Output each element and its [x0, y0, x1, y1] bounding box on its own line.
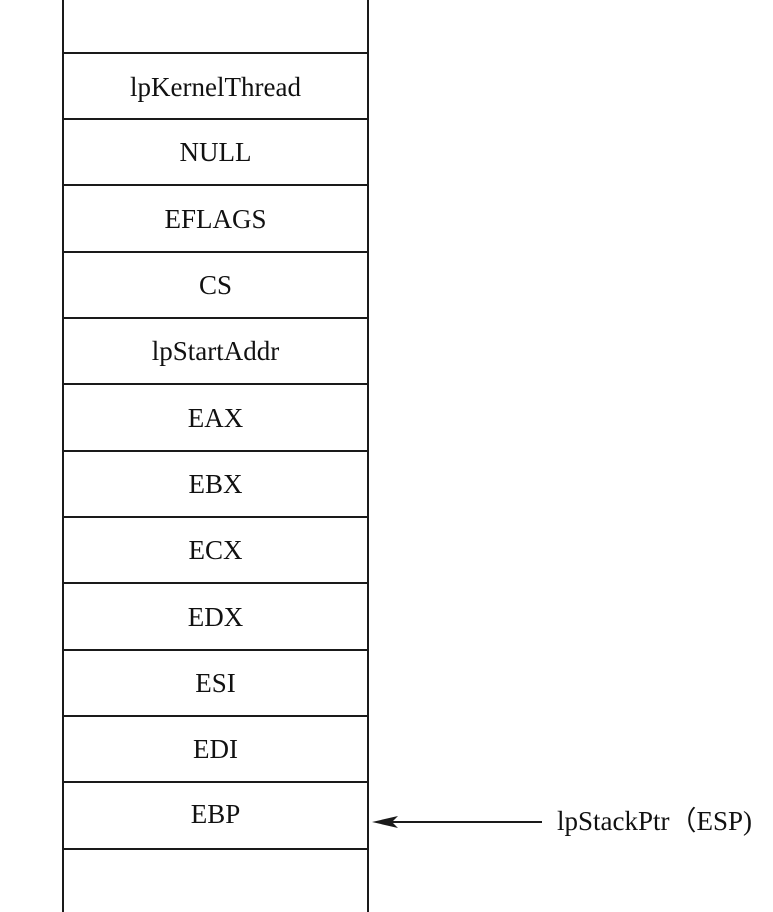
slot-divider [62, 516, 369, 518]
stack-slot-label: lpStartAddr [151, 336, 280, 366]
slot-divider [62, 781, 369, 783]
stack-slot-label: EBX [188, 469, 243, 499]
stack-slot-label: EDX [187, 602, 244, 632]
stack-slot-label: lpKernelThread [130, 72, 301, 102]
slot-divider [62, 715, 369, 717]
stack-slot-label: EDI [193, 734, 238, 764]
slot-divider [62, 52, 369, 54]
stack-slot-label: ESI [195, 668, 236, 698]
stack-pointer-label: lpStackPtr（ESP) [557, 806, 753, 836]
slot-divider [62, 118, 369, 120]
slot-divider [62, 450, 369, 452]
slot-divider [62, 317, 369, 319]
stack-frame [62, 0, 369, 912]
stack-slot-label: CS [198, 270, 233, 300]
stack-slot-label: EBP [190, 799, 241, 829]
pointer-arrow-icon [372, 816, 542, 828]
slot-divider [62, 582, 369, 584]
slot-divider [62, 649, 369, 651]
stack-slot-label: EAX [187, 403, 244, 433]
slot-divider [62, 251, 369, 253]
slot-divider [62, 184, 369, 186]
slot-divider [62, 848, 369, 850]
stack-slot-label: EFLAGS [164, 204, 267, 234]
stack-slot-label: ECX [188, 535, 243, 565]
slot-divider [62, 383, 369, 385]
stack-slot-label: NULL [179, 137, 252, 167]
